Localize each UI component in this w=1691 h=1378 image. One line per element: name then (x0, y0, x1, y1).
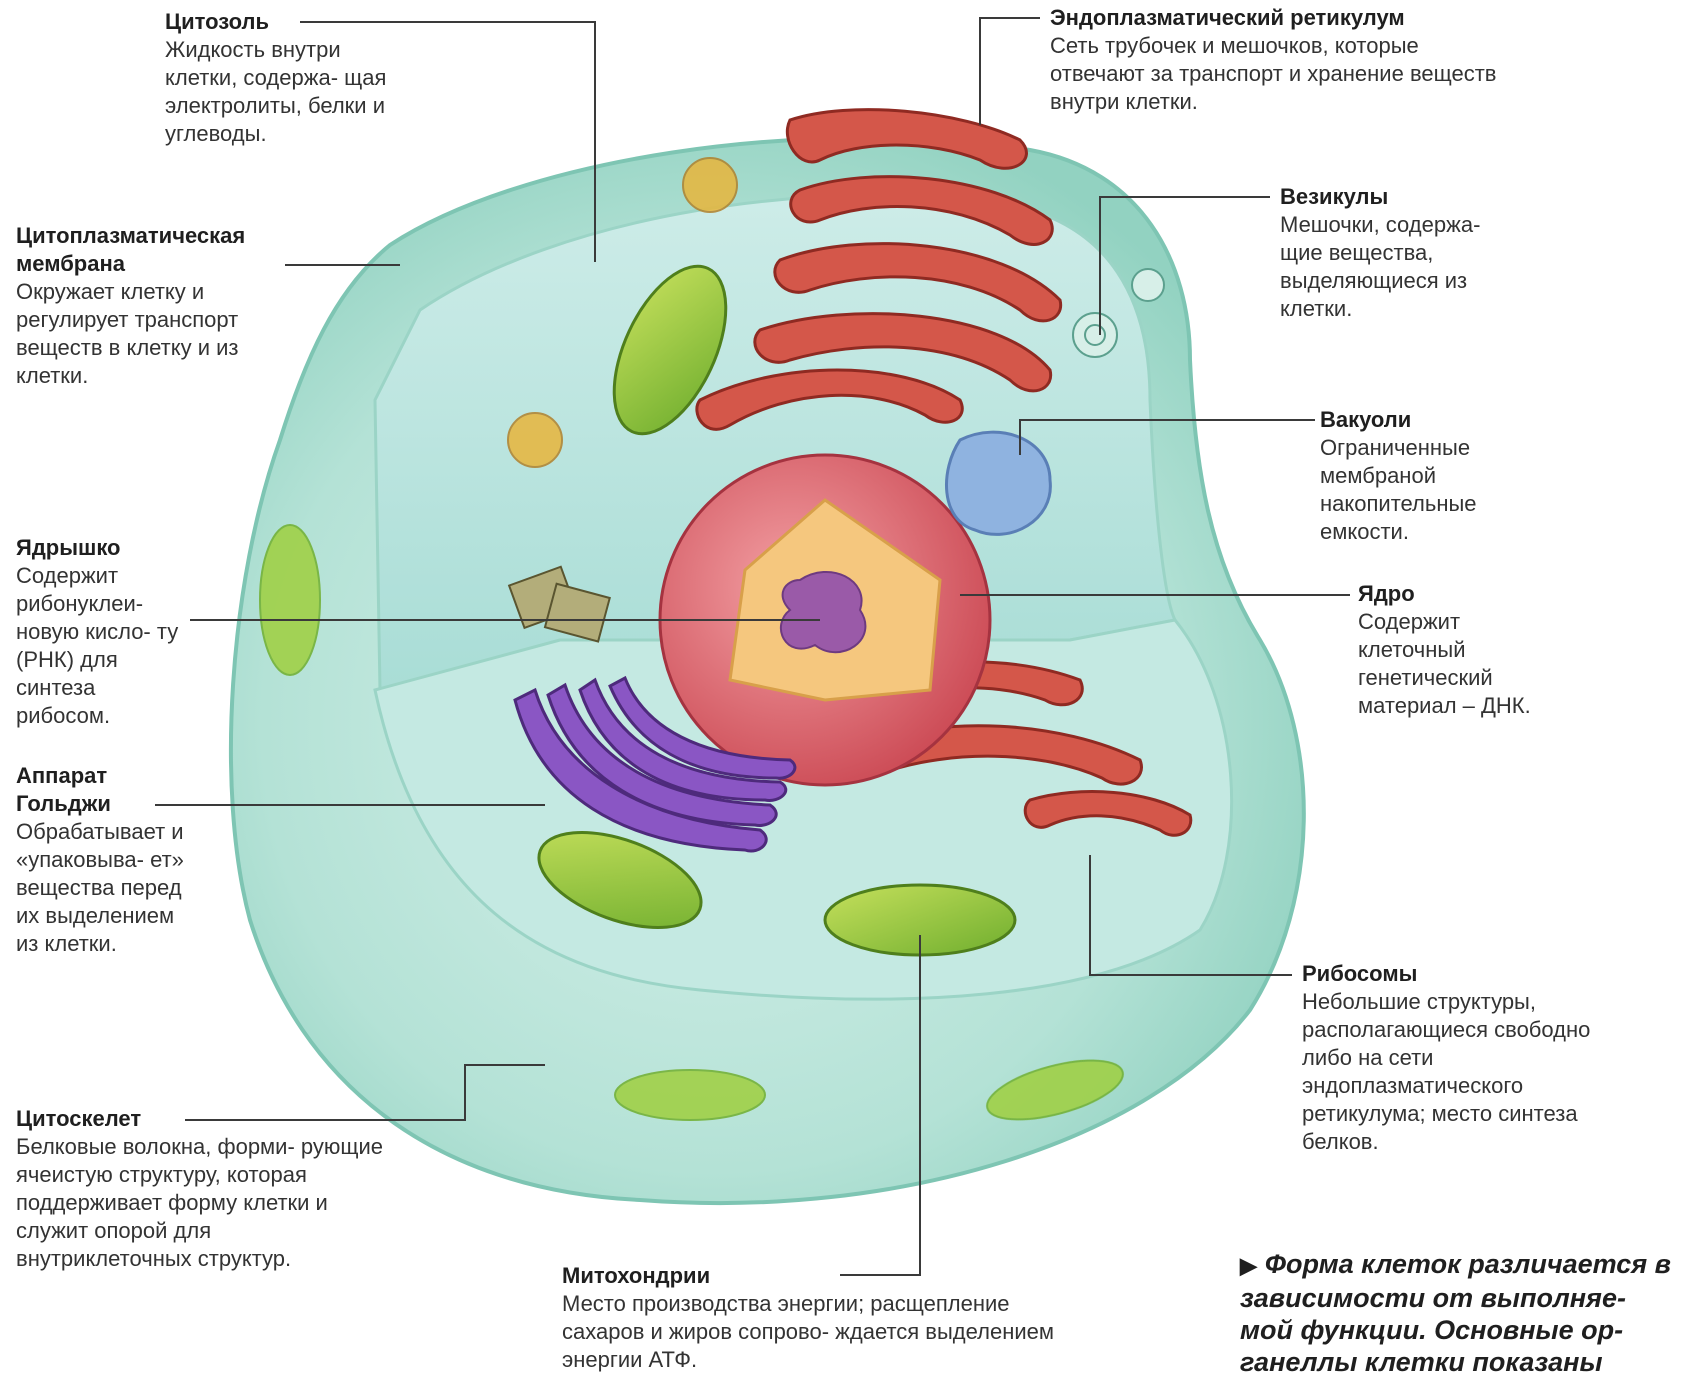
leader-er (980, 18, 1040, 125)
label-membrane: Цитоплазматическая мембрана Окружает кле… (16, 222, 286, 390)
label-vacuoles-desc: Ограниченные мембраной накопительные емк… (1320, 434, 1540, 546)
label-golgi: Аппарат Гольджи Обрабатывает и «упаковыв… (16, 762, 191, 958)
label-vesicles-desc: Мешочки, содержа- щие вещества, выделяющ… (1280, 211, 1520, 323)
label-vesicles: Везикулы Мешочки, содержа- щие вещества,… (1280, 183, 1520, 323)
label-membrane-desc: Окружает клетку и регулирует транспорт в… (16, 278, 256, 390)
caption-text: Форма клеток различается в зависимости о… (1240, 1249, 1671, 1377)
label-nucleus-desc: Содержит клеточный генетический материал… (1358, 608, 1573, 720)
label-nucleolus: Ядрышко Содержит рибонуклеи- новую кисло… (16, 534, 191, 730)
figure-caption: ▶Форма клеток различается в зависимости … (1240, 1248, 1685, 1378)
label-nucleolus-desc: Содержит рибонуклеи- новую кисло- ту (РН… (16, 562, 191, 730)
label-nucleolus-title: Ядрышко (16, 534, 191, 562)
label-cytosol: Цитозоль Жидкость внутри клетки, содержа… (165, 8, 405, 148)
label-cytoskeleton-desc: Белковые волокна, форми- рующие ячеистую… (16, 1133, 386, 1273)
label-golgi-title: Аппарат Гольджи (16, 762, 191, 818)
label-er-title: Эндоплазматический ретикулум (1050, 4, 1510, 32)
label-ribosomes: Рибосомы Небольшие структуры, располагаю… (1302, 960, 1602, 1156)
label-membrane-title: Цитоплазматическая мембрана (16, 222, 286, 278)
label-vacuoles-title: Вакуоли (1320, 406, 1540, 434)
label-cytosol-title: Цитозоль (165, 8, 405, 36)
vacuole (946, 432, 1050, 534)
label-mitochondria-title: Митохондрии (562, 1262, 1062, 1290)
label-ribosomes-title: Рибосомы (1302, 960, 1602, 988)
label-golgi-desc: Обрабатывает и «упаковыва- ет» вещества … (16, 818, 191, 958)
label-cytoskeleton: Цитоскелет Белковые волокна, форми- рующ… (16, 1105, 386, 1273)
nucleolus (781, 572, 866, 652)
label-nucleus: Ядро Содержит клеточный генетический мат… (1358, 580, 1573, 720)
label-vesicles-title: Везикулы (1280, 183, 1520, 211)
label-mitochondria: Митохондрии Место производства энергии; … (562, 1262, 1062, 1374)
label-cytoskeleton-title: Цитоскелет (16, 1105, 386, 1133)
label-er: Эндоплазматический ретикулум Сеть трубоч… (1050, 4, 1510, 116)
label-nucleus-title: Ядро (1358, 580, 1573, 608)
label-vacuoles: Вакуоли Ограниченные мембраной накопител… (1320, 406, 1540, 546)
label-ribosomes-desc: Небольшие структуры, располагающиеся сво… (1302, 988, 1602, 1156)
label-cytosol-desc: Жидкость внутри клетки, содержа- щая эле… (165, 36, 405, 148)
caption-arrow-icon: ▶ (1240, 1253, 1257, 1278)
label-er-desc: Сеть трубочек и мешочков, которые отвеча… (1050, 32, 1510, 116)
label-mitochondria-desc: Место производства энергии; расщепление … (562, 1290, 1062, 1374)
